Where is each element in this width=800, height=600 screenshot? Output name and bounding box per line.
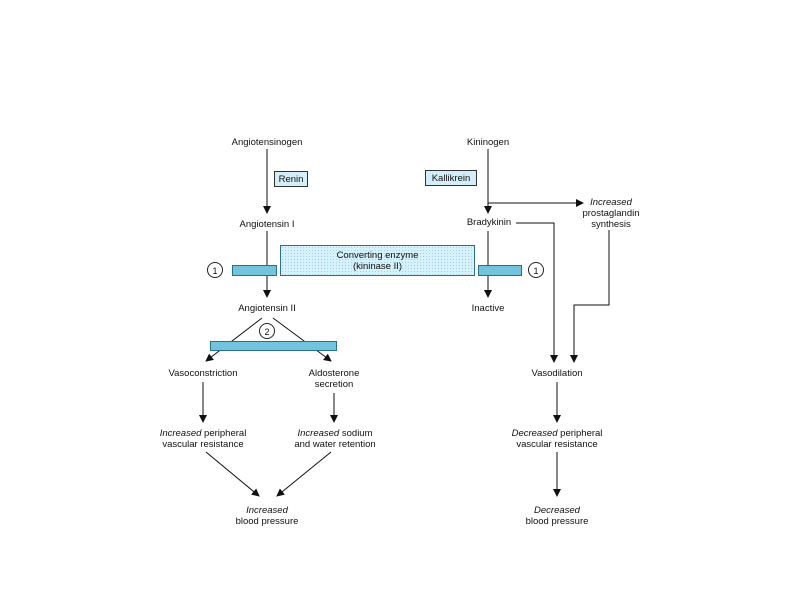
label-kininogen: Kininogen [466, 137, 510, 148]
isw-line2: and water retention [294, 439, 376, 450]
dpvr-line1: Decreased peripheral [512, 428, 603, 439]
label-bradykinin: Bradykinin [466, 217, 512, 228]
label-angiotensin-2: Angiotensin II [238, 303, 296, 314]
inhibitor-bar-right [478, 265, 522, 276]
label-decreased-peripheral-resistance: Decreased peripheral vascular resistance [512, 428, 603, 450]
label-aldosterone-secretion: Aldosterone secretion [309, 368, 360, 390]
ips-line2: prostaglandin [582, 208, 640, 219]
dpvr-italic: Decreased [511, 428, 558, 439]
ipvr-italic: Increased [159, 428, 202, 439]
ipvr-rest: peripheral [201, 428, 247, 439]
label-increased-peripheral-resistance: Increased peripheral vascular resistance [160, 428, 247, 450]
renin-box: Renin [274, 171, 308, 187]
marker-2: 2 [259, 323, 275, 339]
isw-line1: Increased sodium [294, 428, 375, 439]
dbp-italic: Decreased [534, 505, 580, 516]
label-vasodilation: Vasodilation [531, 368, 583, 379]
aldosterone-line2: secretion [314, 379, 354, 390]
ips-line3: synthesis [591, 219, 631, 230]
receptor-blocker-bar [210, 341, 337, 351]
aldosterone-line1: Aldosterone [308, 368, 360, 379]
arrow-prostaglandin-to-vasodilation [570, 230, 610, 363]
arrow-isw-to-ibp [276, 451, 332, 497]
isw-italic: Increased [297, 428, 340, 439]
inhibitor-bar-left [232, 265, 277, 276]
ibp-italic: Increased [246, 505, 288, 516]
dpvr-line2: vascular resistance [516, 439, 598, 450]
label-angiotensin-1: Angiotensin I [239, 219, 295, 230]
marker-1-left: 1 [207, 262, 223, 278]
label-increased-prostaglandin-synthesis: Increased prostaglandin synthesis [582, 197, 639, 230]
dbp-line1: Decreased [526, 505, 589, 516]
arrow-ipvr-to-ibp [205, 451, 260, 497]
dpvr-rest: peripheral [557, 428, 603, 439]
converting-enzyme-box: Converting enzyme (kininase II) [280, 245, 475, 276]
label-inactive: Inactive [471, 303, 505, 314]
arrow-angiotensin2-to-aldosterone [272, 317, 332, 362]
isw-rest: sodium [339, 428, 373, 439]
label-increased-blood-pressure: Increased blood pressure [236, 505, 299, 527]
ips-italic: Increased [590, 197, 632, 208]
enzyme-line1: Converting enzyme [336, 249, 419, 261]
ibp-line2: blood pressure [235, 516, 299, 527]
marker-1-right: 1 [528, 262, 544, 278]
ipvr-line2: vascular resistance [162, 439, 244, 450]
kallikrein-box: Kallikrein [425, 170, 477, 186]
arrow-bradykinin-to-prostaglandin [487, 199, 584, 212]
arrow-bradykinin-to-vasodilation [516, 222, 558, 363]
label-vasoconstriction: Vasoconstriction [168, 368, 238, 379]
ips-line1: Increased [582, 197, 639, 208]
label-decreased-blood-pressure: Decreased blood pressure [526, 505, 589, 527]
label-increased-sodium-water: Increased sodium and water retention [294, 428, 375, 450]
label-angiotensinogen: Angiotensinogen [231, 137, 303, 148]
ipvr-line1: Increased peripheral [160, 428, 247, 439]
enzyme-line2: (kininase II) [352, 260, 403, 272]
ibp-line1: Increased [236, 505, 299, 516]
arrow-angiotensin2-to-vasoconstriction [205, 317, 263, 362]
dbp-line2: blood pressure [525, 516, 589, 527]
